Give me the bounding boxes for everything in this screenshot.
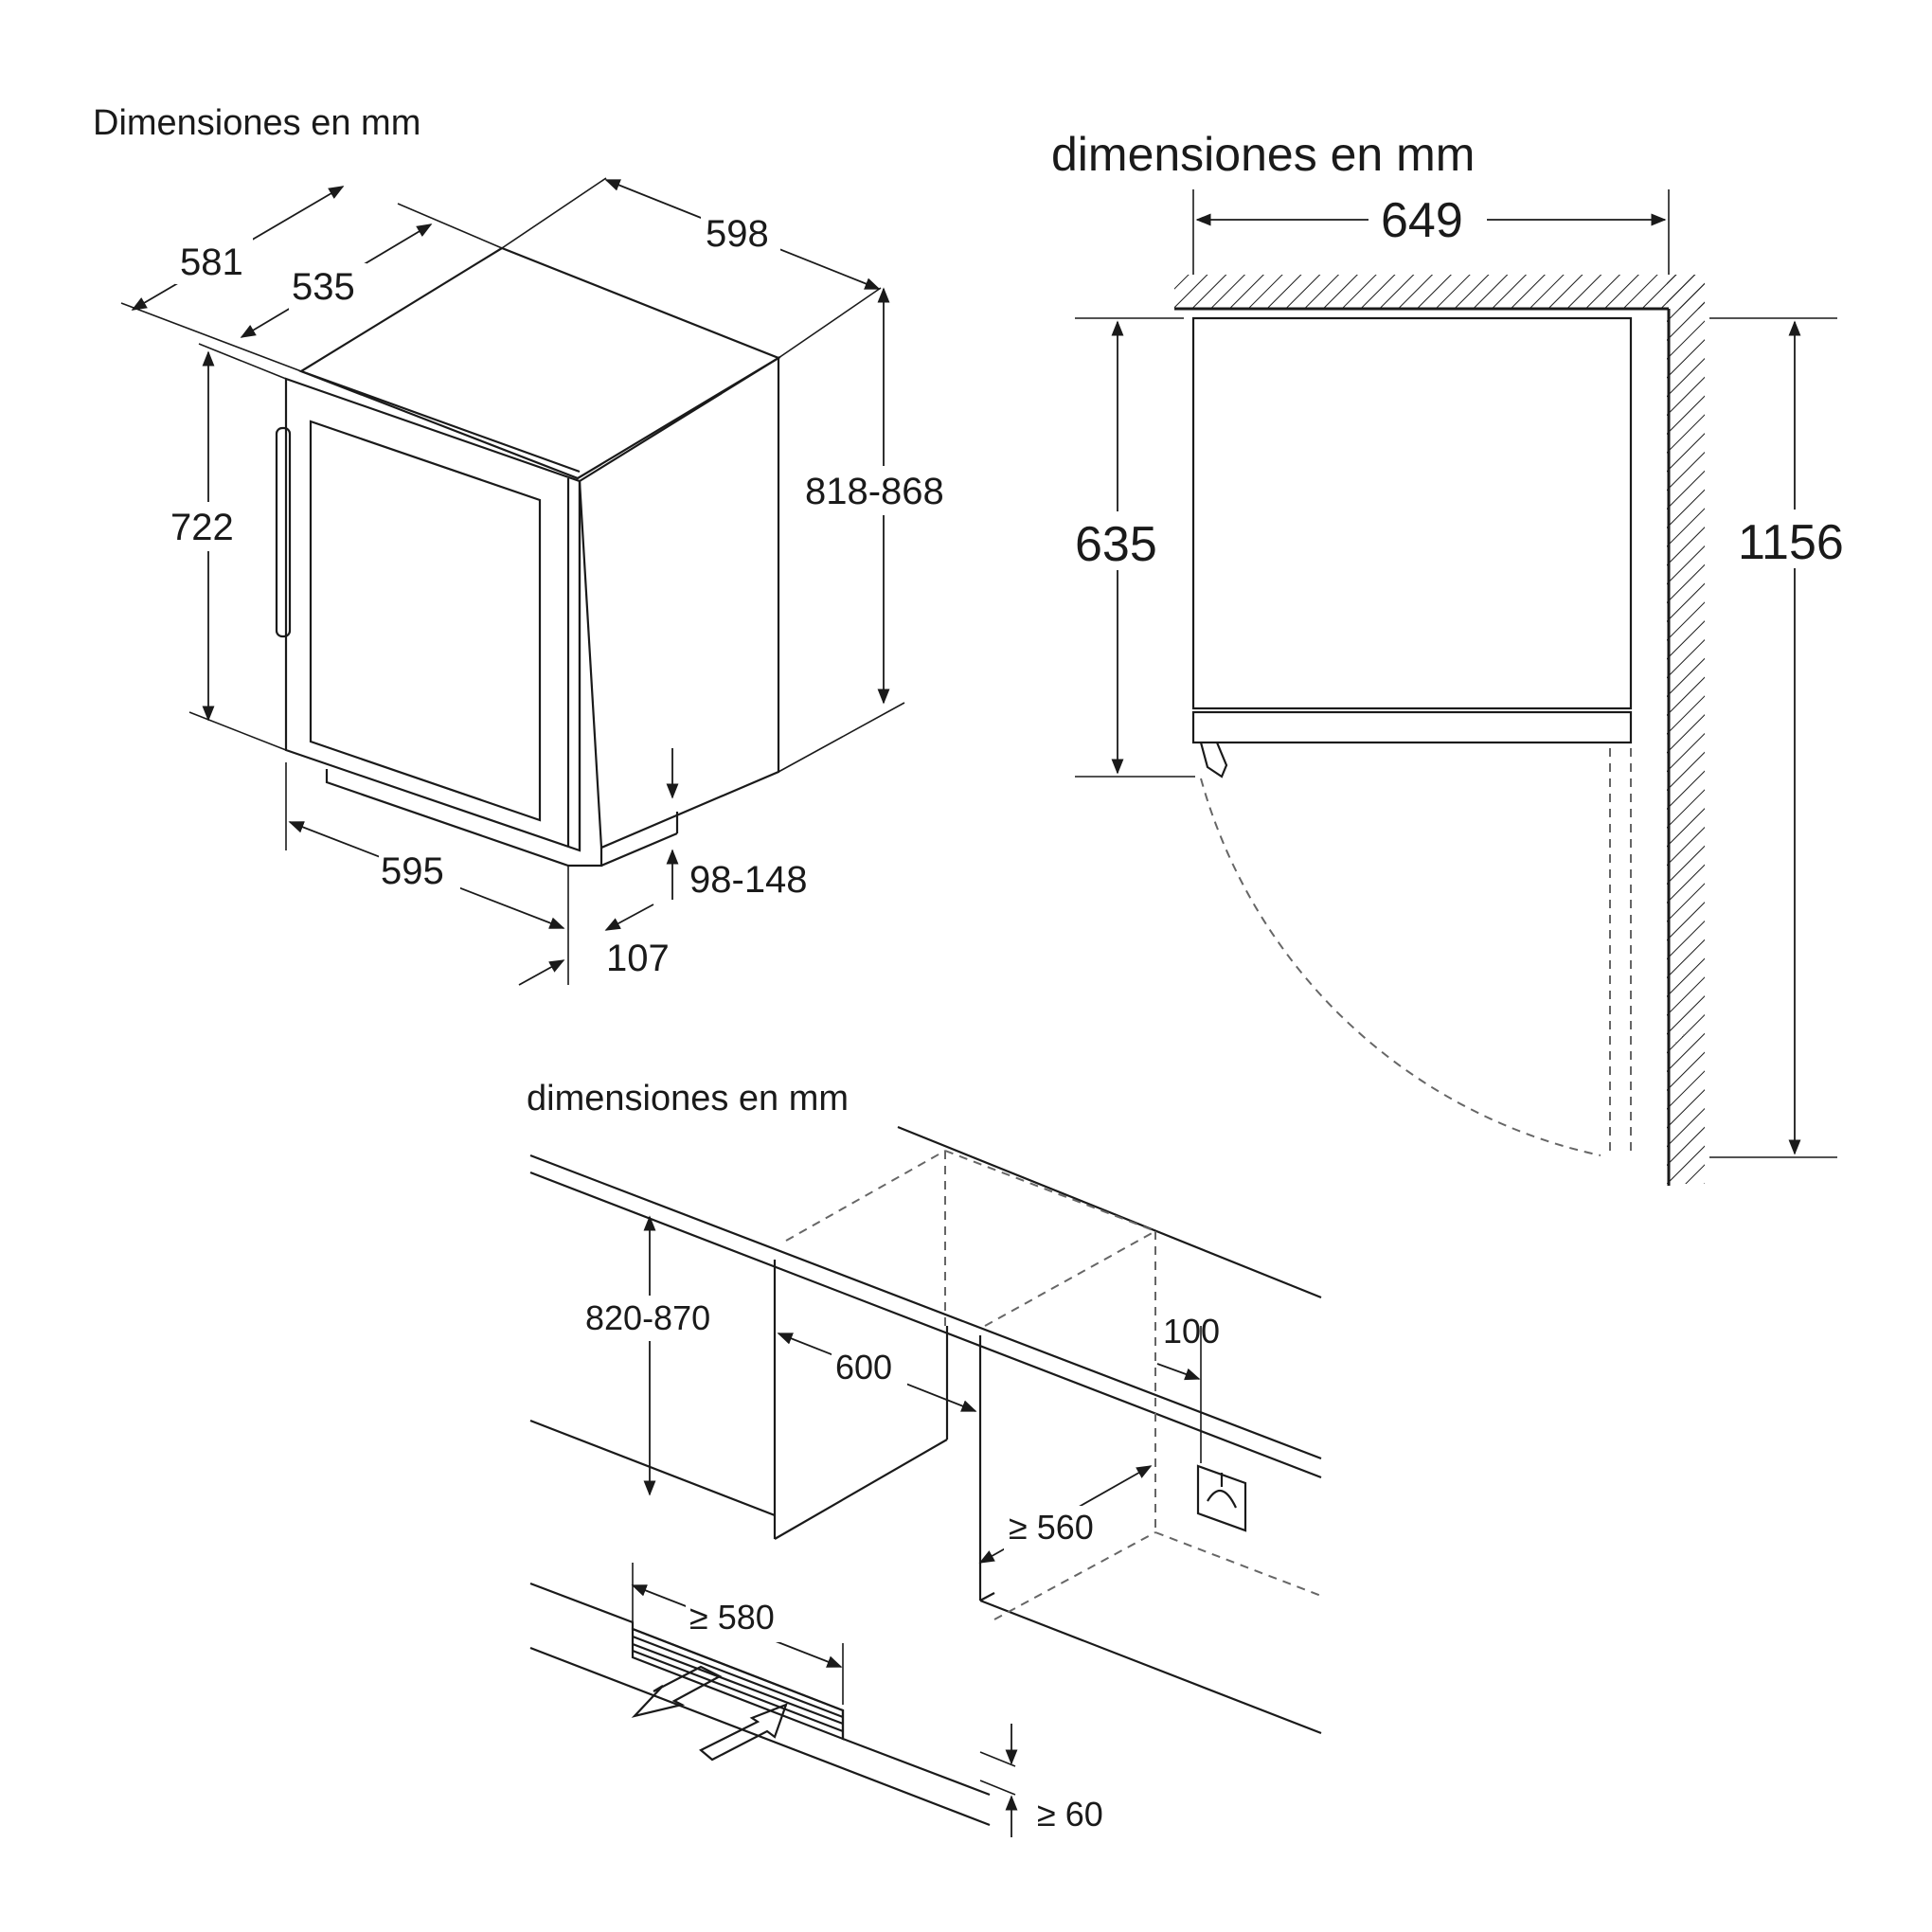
countertop-front-top bbox=[529, 1154, 1322, 1460]
plinth bbox=[325, 769, 603, 868]
cabinet-side-face bbox=[578, 356, 780, 850]
door-swing-arc bbox=[1200, 778, 1601, 1156]
power-socket-icon bbox=[1196, 1464, 1247, 1532]
plan-view: dimensiones en mm 649 635 1156 bbox=[1051, 128, 1856, 1186]
appliance-body-plan bbox=[1191, 316, 1633, 710]
airflow-out-arrow bbox=[631, 1665, 723, 1718]
label-722: 722 bbox=[170, 507, 234, 548]
label-818-868: 818-868 bbox=[805, 471, 944, 512]
label-598: 598 bbox=[706, 213, 769, 255]
door-glass bbox=[309, 420, 542, 822]
countertop-back-edge bbox=[897, 1125, 1322, 1299]
label-635: 635 bbox=[1075, 517, 1157, 572]
isometric-dimension-labels: 581 535 598 818-868 722 595 98-148 107 bbox=[166, 210, 971, 979]
installation-view: dimensiones en mm bbox=[527, 1079, 1322, 1837]
label-535: 535 bbox=[292, 266, 355, 308]
label-649: 649 bbox=[1381, 193, 1463, 248]
airflow-in-arrow bbox=[699, 1703, 788, 1762]
label-581: 581 bbox=[180, 242, 243, 283]
isometric-extension-lines bbox=[120, 177, 905, 985]
countertop-front-bottom bbox=[529, 1171, 1322, 1479]
wall-top-hatch bbox=[1174, 275, 1705, 309]
door-handle bbox=[275, 426, 292, 638]
isometric-title: Dimensiones en mm bbox=[93, 103, 420, 143]
label-580: ≥ 580 bbox=[689, 1598, 775, 1637]
label-60: ≥ 60 bbox=[1037, 1795, 1103, 1834]
wall-side-hatch bbox=[1667, 275, 1705, 1184]
ventilation-grille bbox=[529, 1582, 991, 1827]
plan-title: dimensiones en mm bbox=[1051, 128, 1475, 181]
installation-title: dimensiones en mm bbox=[527, 1079, 849, 1118]
label-595: 595 bbox=[381, 850, 444, 892]
cabinet-body bbox=[275, 246, 781, 868]
label-100: 100 bbox=[1163, 1312, 1220, 1351]
isometric-view: Dimensiones en mm bbox=[93, 103, 971, 986]
door-handle-plan bbox=[1199, 742, 1228, 778]
label-98-148: 98-148 bbox=[689, 859, 808, 901]
label-600: 600 bbox=[835, 1348, 892, 1386]
appliance-door-plan bbox=[1191, 710, 1633, 744]
label-107: 107 bbox=[606, 938, 670, 979]
label-560: ≥ 560 bbox=[1009, 1508, 1094, 1547]
label-820-870: 820-870 bbox=[585, 1298, 710, 1337]
door-frame bbox=[284, 377, 581, 852]
label-1156: 1156 bbox=[1738, 515, 1844, 570]
